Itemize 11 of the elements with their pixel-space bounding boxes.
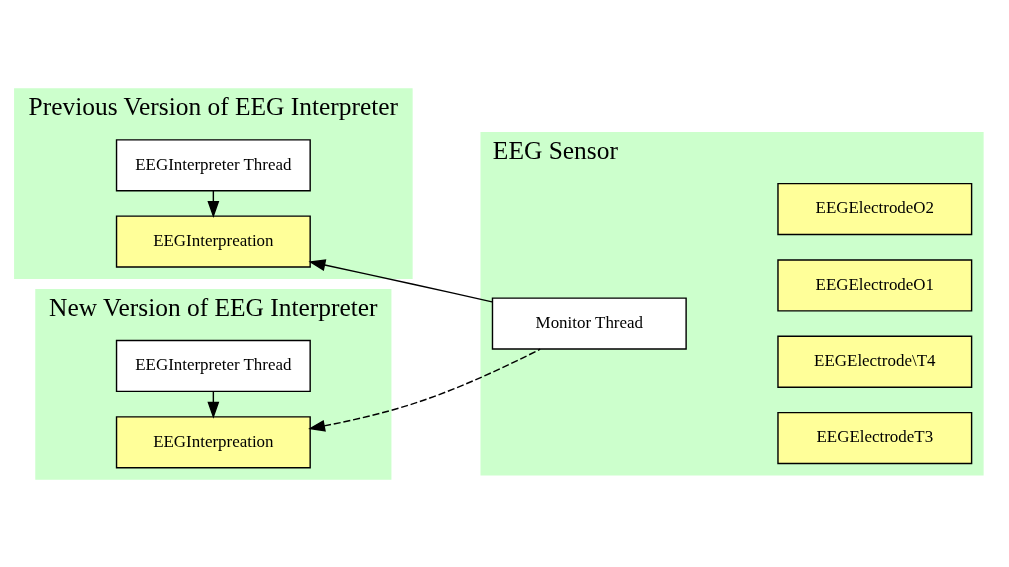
node-box: Monitor Thread (491, 296, 687, 350)
node-box: EEGInterpreation (115, 415, 311, 468)
node-box: EEGInterpreter Thread (115, 339, 311, 392)
node-box: EEGElectrodeT3 (777, 411, 973, 464)
node-box: EEGElectrode\T4 (777, 335, 973, 388)
arrow (308, 258, 493, 303)
node-box: EEGInterpreter Thread (115, 138, 311, 191)
node-box: EEGElectrodeO1 (777, 258, 973, 312)
node-box: EEGElectrodeO2 (777, 182, 973, 235)
arrow (308, 347, 541, 432)
node-box: EEGInterpreation (115, 214, 311, 268)
